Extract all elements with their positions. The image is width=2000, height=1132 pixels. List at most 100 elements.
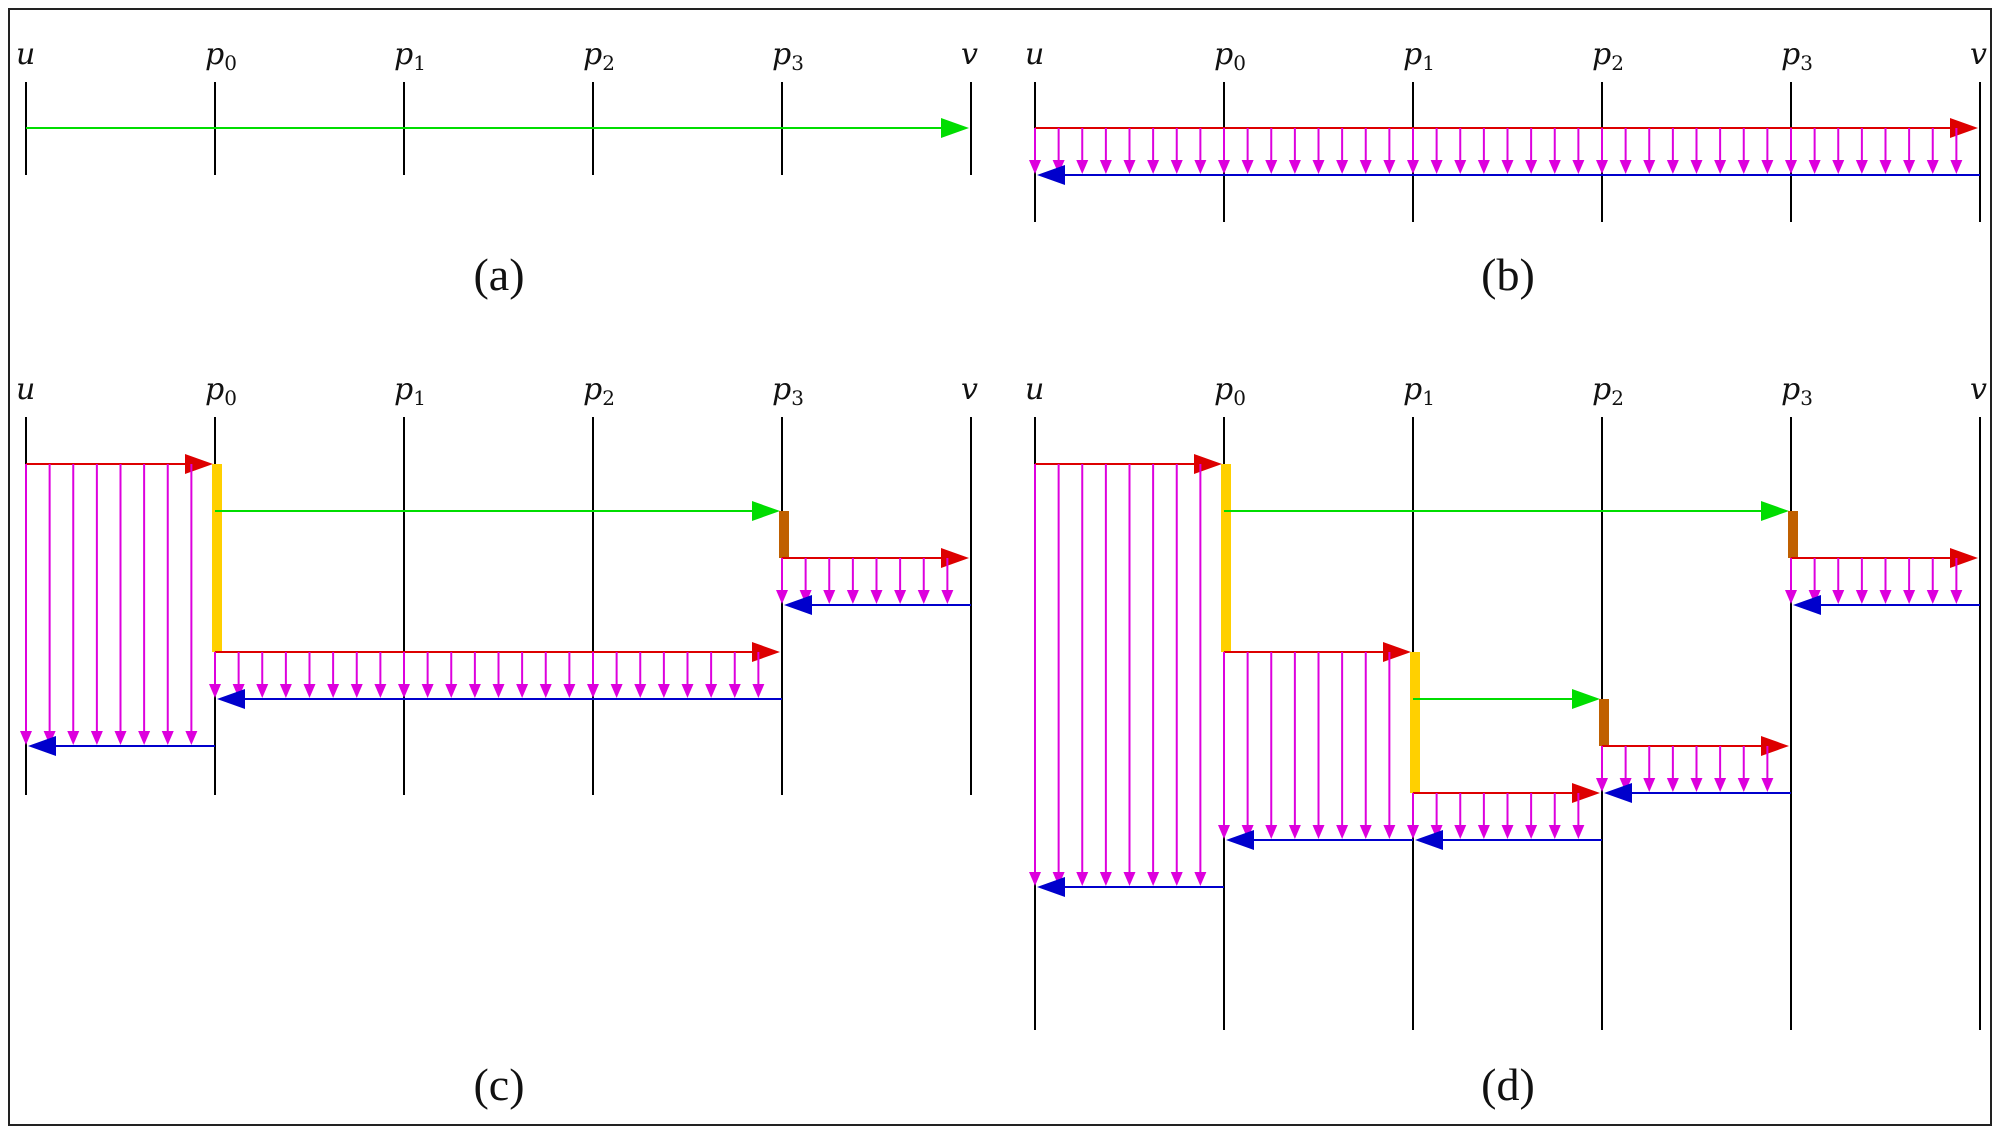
- forward-arrowhead: [1950, 118, 1978, 138]
- ack-arrowhead: [1477, 160, 1490, 174]
- ack-arrowhead: [1643, 160, 1656, 174]
- ack-arrowhead: [1548, 160, 1561, 174]
- node-label-base: p: [1781, 37, 1800, 72]
- ack-arrowhead: [138, 731, 151, 745]
- ack-arrowhead: [20, 731, 32, 745]
- ack-arrowhead: [1525, 825, 1538, 839]
- ack-arrowhead: [1855, 590, 1868, 604]
- ack-arrowhead: [90, 731, 103, 745]
- ack-arrowhead: [1052, 160, 1065, 174]
- ack-arrowhead: [1832, 160, 1845, 174]
- node-label-subscript: 2: [1611, 51, 1624, 75]
- ack-arrowhead: [1501, 825, 1514, 839]
- ack-arrowhead: [43, 731, 56, 745]
- ack-arrowhead: [1926, 590, 1939, 604]
- ack-arrowhead: [445, 684, 458, 698]
- backward-arrowhead: [1415, 830, 1443, 850]
- ack-arrowhead: [1123, 160, 1136, 174]
- wait-long-bar: [1221, 464, 1231, 652]
- ack-arrowhead: [492, 684, 505, 698]
- node-label-p3: p3: [1781, 37, 1813, 75]
- ack-arrowhead: [1383, 825, 1396, 839]
- ack-arrowhead: [67, 731, 80, 745]
- ack-arrowhead: [1666, 778, 1679, 792]
- ack-arrowhead: [1336, 160, 1349, 174]
- ack-arrowhead: [1619, 160, 1632, 174]
- ack-arrowhead: [1761, 778, 1774, 792]
- forward-arrowhead: [185, 454, 213, 474]
- node-label-base: p: [205, 372, 224, 407]
- ack-arrowhead: [1832, 590, 1845, 604]
- ack-arrowhead: [114, 731, 127, 745]
- node-label-subscript: 3: [1800, 386, 1813, 410]
- panel-caption-d: (d): [1481, 1059, 1535, 1110]
- ack-arrowhead: [1076, 872, 1089, 886]
- node-label-subscript: 2: [602, 386, 615, 410]
- ack-arrowhead: [327, 684, 340, 698]
- node-label-base: v: [961, 37, 978, 72]
- node-label-base: u: [1025, 37, 1044, 72]
- ack-arrowhead: [1454, 825, 1467, 839]
- node-label-v: v: [961, 372, 978, 407]
- ack-arrowhead: [1312, 160, 1325, 174]
- ack-arrowhead: [1785, 590, 1797, 604]
- ack-arrowhead: [1123, 872, 1136, 886]
- forward-arrowhead: [1761, 736, 1789, 756]
- ack-arrowhead: [1407, 825, 1419, 839]
- node-label-p2: p2: [583, 37, 615, 75]
- ack-arrowhead: [1477, 825, 1490, 839]
- node-label-u: u: [16, 372, 35, 407]
- direct-arrowhead: [1572, 689, 1600, 709]
- ack-arrowhead: [1454, 160, 1467, 174]
- node-label-p0: p0: [1214, 372, 1246, 410]
- ack-arrowhead: [1288, 825, 1301, 839]
- ack-arrowhead: [232, 684, 245, 698]
- ack-arrowhead: [256, 684, 269, 698]
- node-label-subscript: 3: [791, 386, 804, 410]
- ack-arrowhead: [516, 684, 529, 698]
- ack-arrowhead: [1643, 778, 1656, 792]
- node-label-subscript: 0: [1233, 386, 1246, 410]
- node-label-p0: p0: [205, 372, 237, 410]
- node-label-p0: p0: [205, 37, 237, 75]
- ack-arrowhead: [1737, 160, 1750, 174]
- wait-short-bar: [1599, 699, 1609, 746]
- ack-arrowhead: [398, 684, 410, 698]
- forward-arrowhead: [941, 548, 969, 568]
- forward-arrowhead: [1194, 454, 1222, 474]
- panel-caption-c: (c): [473, 1059, 524, 1110]
- ack-arrowhead: [1147, 160, 1160, 174]
- ack-arrowhead: [350, 684, 363, 698]
- ack-arrowhead: [1312, 825, 1325, 839]
- node-label-subscript: 2: [1611, 386, 1624, 410]
- node-label-base: p: [394, 372, 413, 407]
- node-label-p1: p1: [394, 37, 426, 75]
- ack-arrowhead: [1501, 160, 1514, 174]
- ack-arrowhead: [1761, 160, 1774, 174]
- ack-arrowhead: [1407, 160, 1419, 174]
- node-label-subscript: 1: [413, 51, 426, 75]
- ack-arrowhead: [776, 590, 788, 604]
- ack-arrowhead: [1265, 825, 1278, 839]
- node-label-subscript: 0: [224, 386, 237, 410]
- backward-arrowhead: [217, 689, 245, 709]
- node-label-base: v: [961, 372, 978, 407]
- ack-arrowhead: [374, 684, 387, 698]
- node-label-base: p: [1403, 372, 1422, 407]
- ack-arrowhead: [1879, 160, 1892, 174]
- ack-arrowhead: [1099, 160, 1112, 174]
- ack-arrowhead: [1430, 160, 1443, 174]
- ack-arrowhead: [1170, 872, 1183, 886]
- node-label-base: p: [1781, 372, 1800, 407]
- ack-arrowhead: [1359, 160, 1372, 174]
- ack-arrowhead: [1596, 160, 1608, 174]
- node-label-subscript: 0: [1233, 51, 1246, 75]
- ack-arrowhead: [1903, 160, 1916, 174]
- backward-arrowhead: [1037, 877, 1065, 897]
- node-label-base: p: [1403, 37, 1422, 72]
- ack-arrowhead: [1336, 825, 1349, 839]
- ack-arrowhead: [1572, 160, 1585, 174]
- ack-arrowhead: [610, 684, 623, 698]
